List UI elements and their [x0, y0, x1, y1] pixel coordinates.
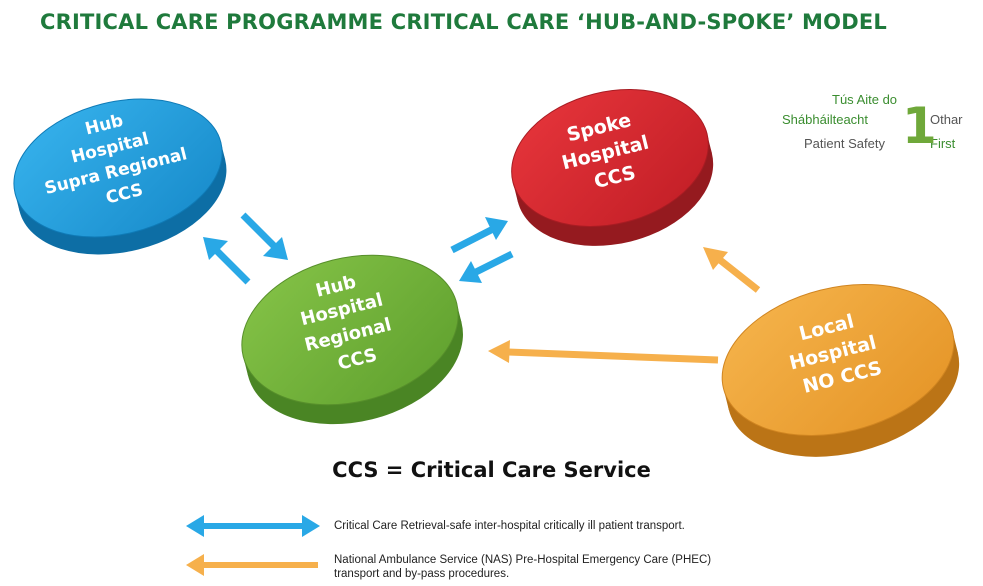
arrow-supra-to-regional — [240, 212, 288, 260]
node-hub-supra-regional: Hub Hospital Supra Regional CCS — [13, 98, 227, 255]
arrow-local-to-regional — [488, 340, 719, 364]
ccs-definition: CCS = Critical Care Service — [332, 458, 651, 482]
legend-orange-arrow — [186, 554, 318, 576]
legend-orange-line-2: transport and by-pass procedures. — [334, 568, 510, 580]
node-local: Local Hospital NO CCS — [721, 284, 960, 457]
legend-orange-line-1: National Ambulance Service (NAS) Pre-Hos… — [334, 554, 712, 566]
logo-line-1: Tús Aite do — [832, 92, 898, 107]
patient-safety-first-logo: Tús Aite do Shábháilteacht Othar Patient… — [780, 90, 980, 170]
legend-orange-text: National Ambulance Service (NAS) Pre-Hos… — [334, 553, 711, 581]
page-title: CRITICAL CARE PROGRAMME CRITICAL CARE ‘H… — [40, 10, 887, 34]
legend-blue-text: Critical Care Retrieval-safe inter-hospi… — [334, 520, 685, 532]
logo-numeral-one: 1 — [902, 97, 937, 155]
node-hub-regional: Hub Hospital Regional CCS — [241, 254, 463, 425]
logo-line-3a: Patient Safety — [804, 136, 885, 151]
arrow-regional-to-supra — [203, 237, 251, 285]
logo-line-2a: Shábháilteacht — [782, 112, 869, 127]
logo-line-3b: First — [930, 136, 956, 151]
arrow-regional-to-spoke — [450, 217, 508, 254]
arrow-spoke-to-regional — [459, 250, 514, 283]
node-spoke: Spoke Hospital CCS — [511, 89, 714, 246]
logo-line-2b: Othar — [930, 112, 963, 127]
legend-blue-arrow — [186, 515, 320, 537]
arrow-local-to-spoke — [703, 247, 761, 293]
